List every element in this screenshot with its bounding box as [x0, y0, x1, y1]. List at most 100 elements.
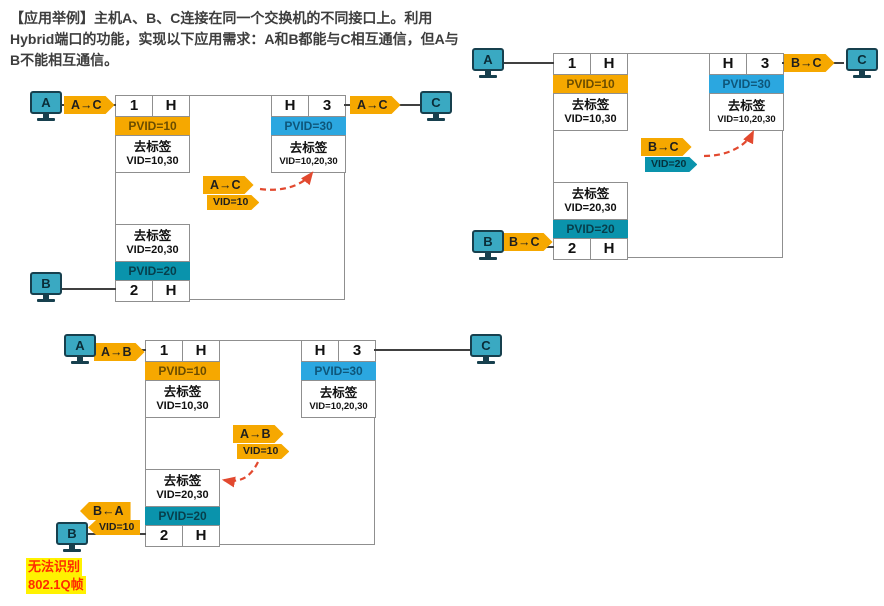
untag-label: 去标签 — [571, 97, 610, 112]
host-c-monitor-icon: C — [846, 48, 878, 71]
host-b-link-line — [60, 288, 116, 290]
monitor-stand — [859, 71, 865, 75]
host-a-monitor-icon: A — [472, 48, 504, 71]
port1-number-cell: 1 — [145, 340, 183, 362]
host-c: C — [418, 91, 454, 121]
port2-untag-cell: 去标签 VID=20,30 — [145, 469, 220, 507]
untag-vid-list: VID=20,30 — [156, 488, 209, 501]
untag-label: 去标签 — [289, 140, 328, 155]
error-note: 无法识别 802.1Q帧 — [26, 558, 86, 595]
port1-untag-cell: 去标签 VID=10,30 — [115, 135, 190, 173]
port1-hybrid-cell: H — [182, 340, 220, 362]
untag-vid-list: VID=10,30 — [126, 154, 179, 167]
flow-tag-internal: A→C — [203, 176, 254, 194]
slide-title: 【应用举例】主机A、B、C连接在同一个交换机的不同接口上。利用Hybrid端口的… — [10, 10, 459, 68]
port2-number-cell: 2 — [553, 238, 591, 260]
untag-vid-list: VID=10,30 — [156, 399, 209, 412]
port1-untag-cell: 去标签 VID=10,30 — [145, 380, 220, 418]
flow-tag-internal: A→B — [233, 425, 284, 443]
port3-hybrid-cell: H — [271, 95, 309, 117]
monitor-base — [63, 549, 81, 552]
untag-vid-list: VID=20,30 — [126, 243, 179, 256]
port2-hybrid-cell: H — [182, 525, 220, 547]
port2-pvid-badge: PVID=20 — [145, 507, 220, 525]
port1-untag-cell: 去标签 VID=10,30 — [553, 93, 628, 131]
flow-tag-ingress: A→C — [64, 96, 115, 114]
flow-tag-egress-blocked: B←A — [80, 502, 131, 520]
host-c: C — [844, 48, 880, 78]
untag-label: 去标签 — [133, 228, 172, 243]
untag-label: 去标签 — [163, 473, 202, 488]
untag-vid-list: VID=10,20,30 — [309, 400, 368, 412]
flow-tag-egress: B→C — [784, 54, 835, 72]
host-b: B — [28, 272, 64, 302]
monitor-base — [479, 257, 497, 260]
port2-untag-cell: 去标签 VID=20,30 — [553, 182, 628, 220]
untag-label: 去标签 — [319, 385, 358, 400]
untag-vid-list: VID=10,20,30 — [279, 155, 338, 167]
vlan-tag-badge: VID=10 — [207, 195, 259, 210]
monitor-base — [479, 75, 497, 78]
error-note-line2: 802.1Q帧 — [26, 576, 86, 595]
host-a-monitor-icon: A — [64, 334, 96, 357]
monitor-stand — [69, 545, 75, 549]
flow-tag-internal: B→C — [641, 138, 692, 156]
untag-vid-list: VID=10,30 — [564, 112, 617, 125]
port3-untag-cell: 去标签 VID=10,20,30 — [271, 135, 346, 173]
port1-hybrid-cell: H — [590, 53, 628, 75]
monitor-base — [37, 118, 55, 121]
port2-number-cell: 2 — [145, 525, 183, 547]
monitor-stand — [43, 295, 49, 299]
host-c-link-line — [374, 349, 470, 351]
host-a: A — [62, 334, 98, 364]
monitor-stand — [43, 114, 49, 118]
port3-hybrid-cell: H — [709, 53, 747, 75]
flow-tag-ingress: A→B — [94, 343, 145, 361]
untag-label: 去标签 — [727, 98, 766, 113]
monitor-stand — [77, 357, 83, 361]
port2-untag-cell: 去标签 VID=20,30 — [115, 224, 190, 262]
monitor-base — [71, 361, 89, 364]
port3-pvid-badge: PVID=30 — [301, 362, 376, 380]
host-b: B — [470, 230, 506, 260]
monitor-stand — [433, 114, 439, 118]
vlan-tag-badge: VID=10 — [237, 444, 289, 459]
diagram-a-to-c: A B C A→C A→C 1 H H 3 PVID=10 PVID=30 去标… — [20, 88, 460, 323]
port3-hybrid-cell: H — [301, 340, 339, 362]
monitor-stand — [485, 253, 491, 257]
host-c-monitor-icon: C — [420, 91, 452, 114]
untag-label: 去标签 — [571, 186, 610, 201]
monitor-base — [477, 361, 495, 364]
host-a-monitor-icon: A — [30, 91, 62, 114]
port3-number-cell: 3 — [338, 340, 376, 362]
monitor-stand — [485, 71, 491, 75]
flow-tag-ingress: B→C — [502, 233, 553, 251]
port1-pvid-badge: PVID=10 — [115, 117, 190, 135]
port2-hybrid-cell: H — [152, 280, 190, 302]
untag-label: 去标签 — [163, 384, 202, 399]
port2-hybrid-cell: H — [590, 238, 628, 260]
host-c: C — [468, 334, 504, 364]
port1-number-cell: 1 — [115, 95, 153, 117]
untag-label: 去标签 — [133, 139, 172, 154]
host-b-monitor-icon: B — [56, 522, 88, 545]
diagram-b-to-c: A B C B→C B→C 1 H H 3 PVID=10 PVID=30 去标… — [458, 46, 884, 286]
port1-number-cell: 1 — [553, 53, 591, 75]
port1-pvid-badge: PVID=10 — [553, 75, 628, 93]
monitor-stand — [483, 357, 489, 361]
port1-hybrid-cell: H — [152, 95, 190, 117]
port2-number-cell: 2 — [115, 280, 153, 302]
host-a: A — [470, 48, 506, 78]
port2-pvid-badge: PVID=20 — [115, 262, 190, 280]
diagram-a-to-b: A B C A→B 1 H H 3 PVID=10 PVID=30 去标签 VI… — [50, 330, 510, 575]
host-b-monitor-icon: B — [30, 272, 62, 295]
port3-pvid-badge: PVID=30 — [271, 117, 346, 135]
untag-vid-list: VID=20,30 — [564, 201, 617, 214]
host-b: B — [54, 522, 90, 552]
port3-untag-cell: 去标签 VID=10,20,30 — [709, 93, 784, 131]
untag-vid-list: VID=10,20,30 — [717, 113, 776, 125]
flow-tag-egress: A→C — [350, 96, 401, 114]
host-a: A — [28, 91, 64, 121]
port3-untag-cell: 去标签 VID=10,20,30 — [301, 380, 376, 418]
monitor-base — [853, 75, 871, 78]
